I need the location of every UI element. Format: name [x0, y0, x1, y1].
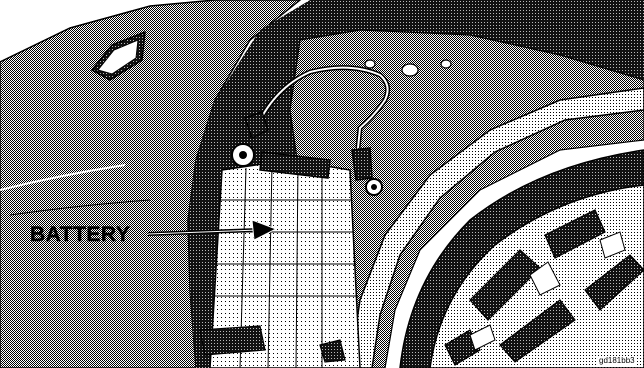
lower-bracket	[200, 326, 265, 355]
battery-label: BATTERY	[30, 224, 130, 245]
figure-code: gd181bb3	[598, 357, 636, 365]
